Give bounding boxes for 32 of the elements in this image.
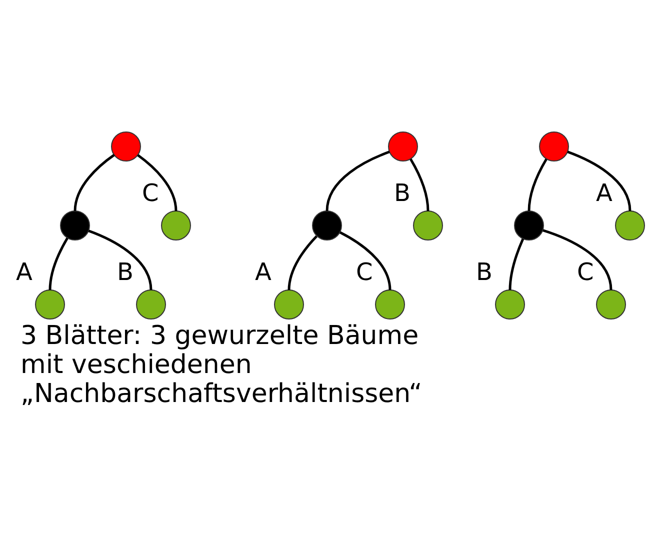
node-circle <box>514 210 544 240</box>
connector <box>508 238 524 290</box>
connector <box>528 158 548 211</box>
connector <box>410 158 430 211</box>
node-circle <box>596 289 626 319</box>
caption: 3 Blätter: 3 gewurzelte Bäume mit veschiedenen „Nachbarschaftsverhältnissen“ <box>20 320 422 408</box>
node-label: B <box>117 258 134 286</box>
node-label: C <box>142 178 159 207</box>
node-label: A <box>596 178 612 207</box>
node-circle <box>615 210 645 240</box>
node-circle <box>375 289 405 319</box>
node-circle <box>136 289 166 319</box>
node-circle <box>161 210 191 240</box>
node-circle <box>312 210 342 240</box>
node-circle <box>35 289 65 319</box>
connector <box>326 150 390 211</box>
node-circle <box>111 131 141 161</box>
node-label: C <box>577 258 594 286</box>
connector <box>288 234 318 290</box>
node-circle <box>60 210 90 240</box>
node-circle <box>388 131 418 161</box>
node-label: A <box>16 258 32 286</box>
node-circle <box>539 131 569 161</box>
node-circle <box>274 289 304 319</box>
node-label: B <box>394 178 410 207</box>
connector <box>74 153 115 211</box>
node-label: A <box>255 258 272 286</box>
node-circle <box>413 210 443 240</box>
connector <box>48 237 68 290</box>
node-circle <box>495 289 525 319</box>
node-label: B <box>476 258 492 286</box>
node-label: C <box>356 258 373 286</box>
